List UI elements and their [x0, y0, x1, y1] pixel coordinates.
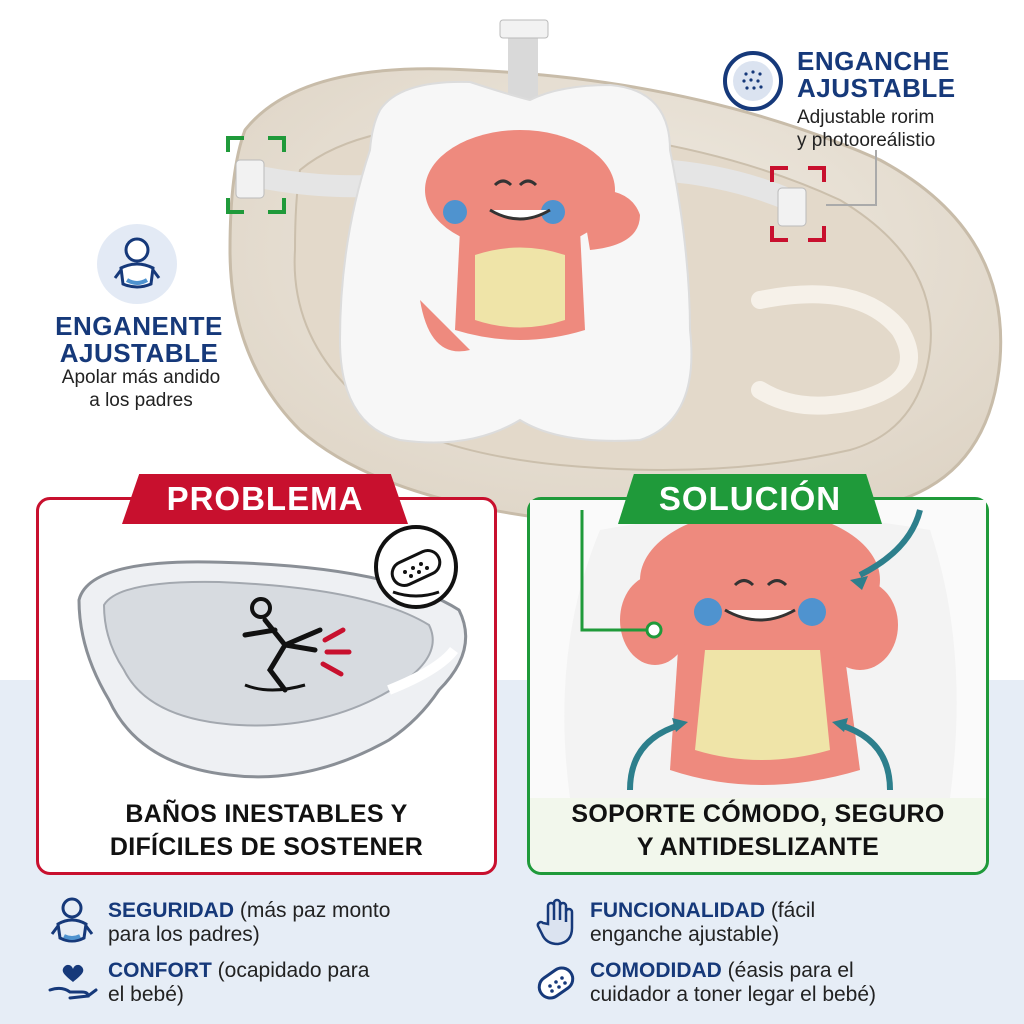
feature-seguridad: SEGURIDAD (más paz monto para los padres…: [108, 899, 391, 946]
feature-funcionalidad: FUNCIONALIDAD (fácil enganche ajustable): [590, 899, 816, 946]
feature-comodidad: COMODIDAD (éasis para el cuidador a tone…: [590, 959, 877, 1006]
falling-person-icon: [242, 597, 352, 693]
heart-hand-icon: [48, 964, 98, 1000]
callout-left-sub: Apolar más andido a los padres: [61, 367, 221, 411]
problem-caption: BAÑOS INESTABLES Y DIFÍCILES DE SOSTENER: [109, 800, 424, 861]
solution-panel: SOPORTE CÓMODO, SEGURO Y ANTIDESLIZANTE: [527, 497, 989, 875]
solution-banner: SOLUCIÓN: [618, 474, 882, 524]
mesh-circle-icon: [723, 51, 783, 111]
no-slip-mat-icon: [374, 525, 458, 609]
hand-icon: [536, 898, 574, 946]
callout-left-title: ENGANENTE AJUSTABLE: [55, 311, 223, 368]
solution-caption: SOPORTE CÓMODO, SEGURO Y ANTIDESLIZANTE: [530, 798, 986, 872]
feature-confort: CONFORT (ocapidado para el bebé): [108, 959, 370, 1006]
baby-icon: [50, 897, 94, 943]
hero-illustration: [226, 19, 1003, 529]
baby-icon: [97, 224, 177, 304]
callout-top-right-title: ENGANCHE AJUSTABLE: [797, 46, 956, 103]
problem-panel: BAÑOS INESTABLES Y DIFÍCILES DE SOSTENER: [36, 497, 497, 875]
callout-top-right-sub: Adjustable rorim y photooreálistio: [797, 107, 936, 151]
cushion-closeup-illustration: [530, 500, 986, 798]
cushion-icon: [537, 966, 575, 1000]
problem-banner: PROBLEMA: [122, 474, 408, 524]
